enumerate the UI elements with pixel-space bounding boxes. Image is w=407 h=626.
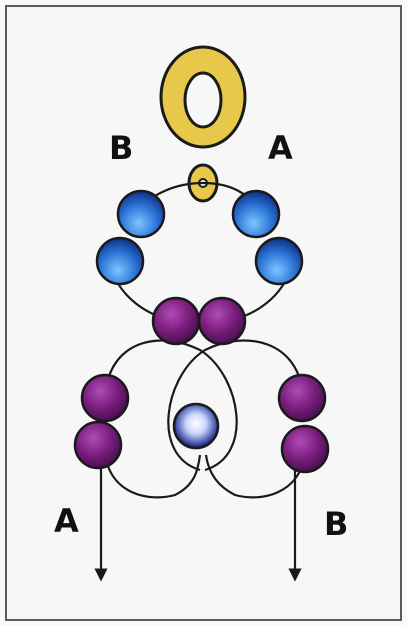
label-top-left: B	[109, 129, 133, 167]
purple-bead	[153, 298, 199, 344]
blue-bead	[233, 191, 279, 237]
purple-bead	[82, 375, 128, 421]
purple-bead	[75, 422, 121, 468]
center-bead	[174, 404, 218, 448]
purple-bead	[199, 298, 245, 344]
gold-ring	[161, 47, 245, 147]
purple-bead	[282, 426, 328, 472]
label-bottom-left: A	[54, 502, 79, 540]
blue-bead	[118, 191, 164, 237]
label-top-right: A	[268, 129, 293, 167]
label-bottom-right: B	[324, 505, 348, 543]
blue-bead	[256, 238, 302, 284]
purple-bead	[279, 375, 325, 421]
blue-bead	[97, 238, 143, 284]
